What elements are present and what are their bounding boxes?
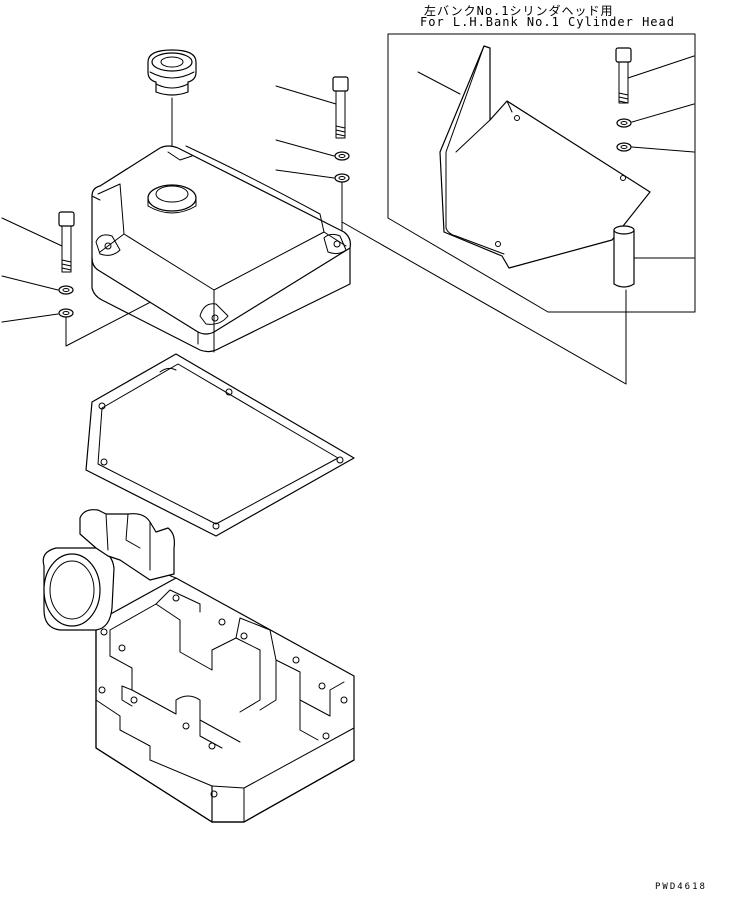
lock-washer-right xyxy=(334,151,350,161)
assembly-line-inset xyxy=(341,221,627,385)
cover-gasket xyxy=(85,353,355,537)
inset-lock-washer xyxy=(616,118,632,128)
inset-frame xyxy=(387,33,696,313)
leader-inset-bolt xyxy=(627,55,695,79)
rubber-grommet xyxy=(147,49,197,96)
inset-flat-washer xyxy=(616,142,632,152)
inset-note-japanese: 左バンクNo.1シリンダヘッド用 xyxy=(424,4,614,18)
cover-bolt-left xyxy=(58,211,75,273)
leader-flat-washer-left xyxy=(1,313,59,323)
lock-washer-left xyxy=(58,285,74,295)
leader-bolt-left xyxy=(1,217,63,247)
leader-flat-washer-right xyxy=(275,169,335,179)
inset-spacer xyxy=(613,225,635,288)
leader-bolt-right xyxy=(275,85,337,105)
leader-lock-washer-right xyxy=(275,139,335,157)
leader-bracket xyxy=(417,71,461,95)
inset-bolt xyxy=(615,47,632,104)
cylinder-head xyxy=(42,509,355,823)
leader-inset-lock-washer xyxy=(631,103,695,123)
flat-washer-left xyxy=(58,308,74,318)
inset-note-english: For L.H.Bank No.1 Cylinder Head xyxy=(420,15,675,29)
leader-lock-washer-left xyxy=(1,275,59,291)
leader-inset-flat-washer xyxy=(631,146,695,153)
cylinder-head-cover xyxy=(91,145,351,353)
flat-washer-right xyxy=(334,173,350,183)
cover-bolt-right xyxy=(332,76,349,139)
bracket-plate xyxy=(439,45,651,269)
drawing-code: PWD4618 xyxy=(655,882,707,892)
